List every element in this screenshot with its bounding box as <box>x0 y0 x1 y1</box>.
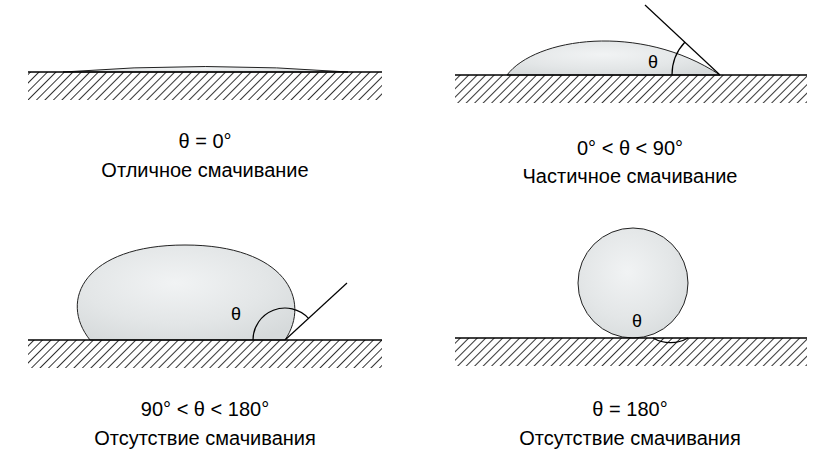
tangent-line <box>285 283 347 340</box>
surface-hatch <box>28 72 382 100</box>
surface-hatch <box>455 338 807 366</box>
angle-caption: 0° < θ < 90° <box>577 137 683 160</box>
angle-caption: 90° < θ < 180° <box>141 398 269 421</box>
surface-line <box>455 337 807 339</box>
angle-arc <box>253 308 309 340</box>
wetting-caption: Частичное смачивание <box>523 165 738 188</box>
droplet <box>63 67 348 73</box>
surface-hatch <box>28 340 382 368</box>
angle-symbol: θ <box>231 304 241 325</box>
angle-caption: θ = 0° <box>178 130 231 153</box>
angle-symbol: θ <box>648 52 658 73</box>
surface-line <box>455 74 807 76</box>
wetting-caption: Отсутствие смачивания <box>94 427 316 450</box>
tangent-line <box>645 5 720 75</box>
droplet <box>578 228 688 338</box>
droplet <box>507 41 720 75</box>
droplet <box>77 245 295 340</box>
angle-arc <box>653 338 688 343</box>
wetting-caption: Отличное смачивание <box>101 159 308 182</box>
angle-symbol: θ <box>632 311 642 332</box>
surface-line <box>28 339 382 341</box>
surface-line <box>28 71 382 73</box>
wetting-caption: Отсутствие смачивания <box>519 427 741 450</box>
surface-hatch <box>455 75 807 103</box>
angle-arc <box>672 42 685 75</box>
angle-caption: θ = 180° <box>592 398 667 421</box>
